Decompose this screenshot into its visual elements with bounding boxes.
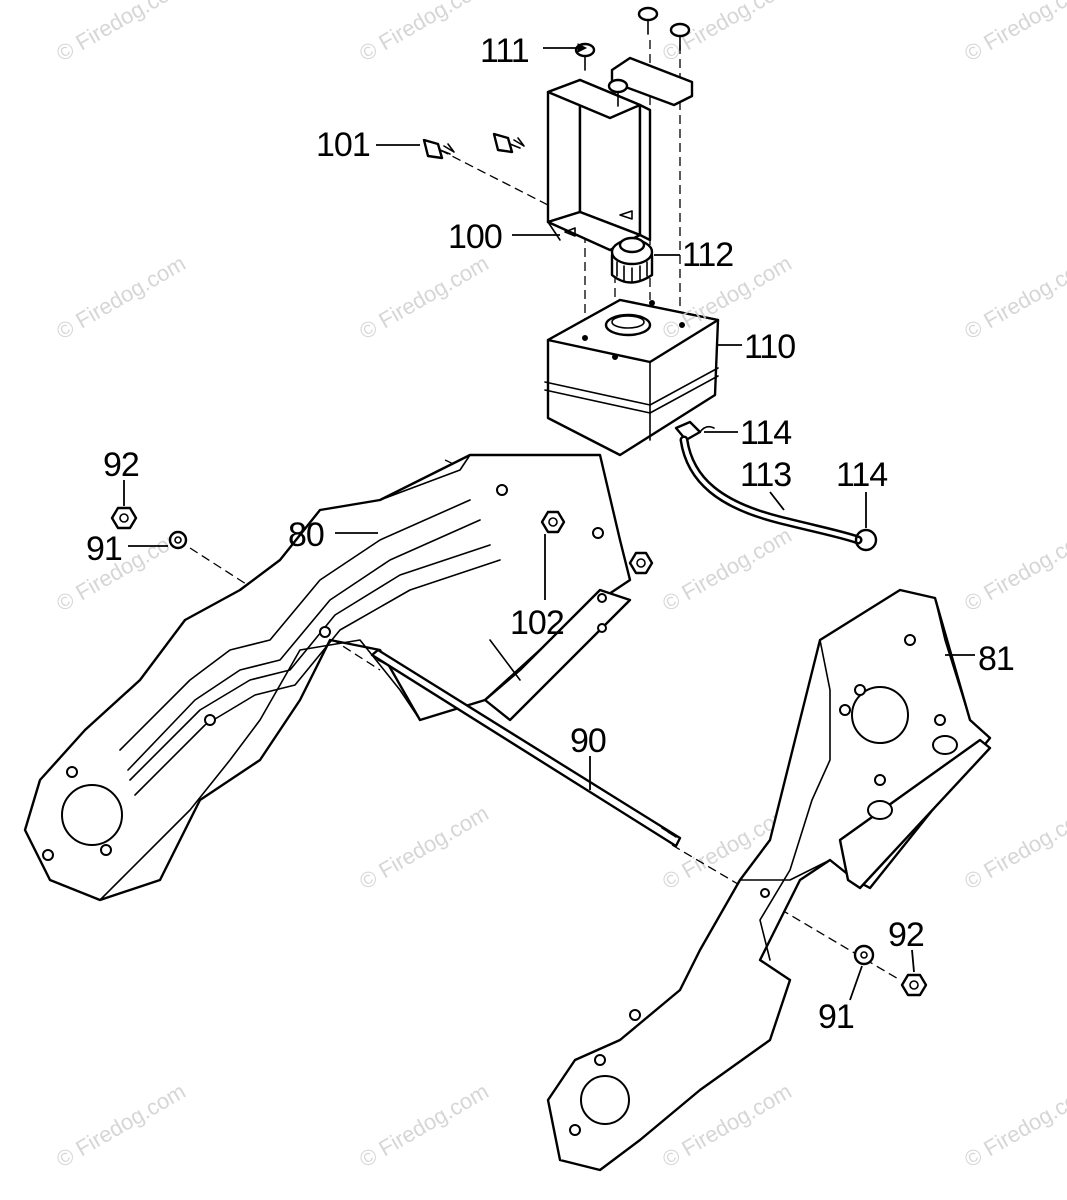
watermark: © Firedog.com	[52, 0, 190, 66]
fuel-tank-110	[544, 298, 720, 457]
fuel-cap-112	[610, 236, 654, 284]
nut-washer-right	[853, 944, 928, 997]
watermark: © Firedog.com	[960, 0, 1067, 66]
strap-part	[610, 56, 694, 242]
callout-111: 111	[480, 32, 529, 70]
callout-91-right: 91	[818, 998, 854, 1036]
bracket-part-100	[546, 78, 642, 252]
watermark: © Firedog.com	[355, 250, 493, 344]
callout-114-right: 114	[836, 456, 887, 494]
callout-92-right: 92	[888, 916, 924, 954]
callout-90: 90	[570, 722, 606, 760]
callout-114-top: 114	[740, 414, 791, 452]
watermark: © Firedog.com	[658, 522, 796, 616]
callout-113: 113	[740, 456, 791, 494]
watermark: © Firedog.com	[355, 1078, 493, 1172]
leader-lines	[123, 43, 975, 1001]
watermark: © Firedog.com	[52, 1078, 190, 1172]
frame-plate-81	[546, 588, 992, 1172]
watermark: © Firedog.com	[355, 0, 493, 66]
watermark: © Firedog.com	[52, 250, 190, 344]
nuts-102	[540, 510, 654, 575]
callout-81: 81	[978, 640, 1014, 678]
watermark: © Firedog.com	[960, 800, 1067, 894]
callout-102: 102	[510, 604, 564, 642]
watermark: © Firedog.com	[355, 800, 493, 894]
callout-100: 100	[448, 218, 502, 256]
callout-92-left: 92	[103, 446, 139, 484]
callout-110: 110	[744, 328, 795, 366]
watermark: © Firedog.com	[960, 522, 1067, 616]
frame-plate-80	[23, 453, 632, 902]
callout-101: 101	[316, 126, 370, 164]
watermark: © Firedog.com	[960, 250, 1067, 344]
callout-80: 80	[288, 516, 324, 554]
nut-washer-left	[110, 506, 188, 550]
screws-101	[422, 132, 525, 160]
callout-91-left: 91	[86, 530, 122, 568]
screws-111	[574, 6, 691, 107]
callout-labels: 111 101 100 112 110 114 113 114 92 91 80…	[86, 32, 1015, 1036]
rod-90	[370, 648, 682, 848]
watermark: © Firedog.com	[960, 1078, 1067, 1172]
callout-112: 112	[682, 236, 733, 274]
fuel-line-113	[674, 420, 878, 552]
